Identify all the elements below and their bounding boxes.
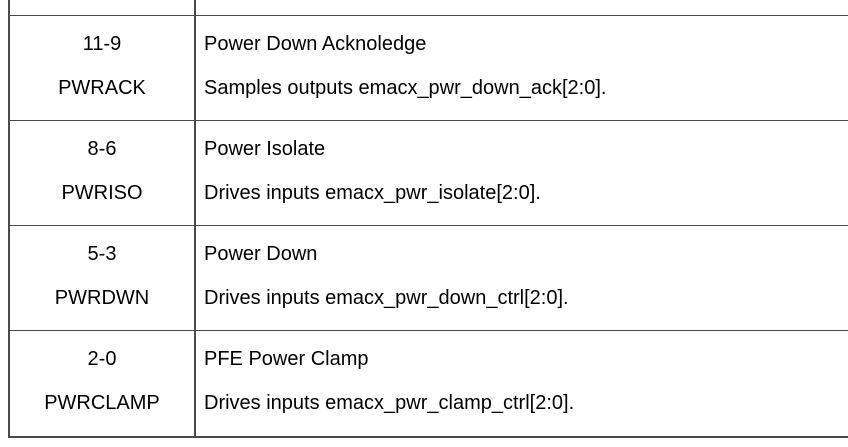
field-title: Power Isolate (204, 138, 326, 160)
table-row: 8-6 PWRISO Power Isolate Drives inputs e… (10, 121, 848, 226)
bit-range: 5-3 (87, 243, 117, 265)
bit-range: 11-9 (82, 33, 122, 55)
bit-range-cell: 8-6 PWRISO (10, 121, 194, 225)
table-header-row (10, 0, 848, 16)
field-name: PWRACK (58, 77, 146, 99)
bit-range: 8-6 (87, 138, 117, 160)
field-description: Drives inputs emacx_pwr_down_ctrl[2:0]. (204, 287, 569, 309)
description-cell: Power Down Drives inputs emacx_pwr_down_… (204, 226, 848, 330)
bit-range-cell: 2-0 PWRCLAMP (10, 331, 194, 436)
description-cell: PFE Power Clamp Drives inputs emacx_pwr_… (204, 331, 848, 436)
column-divider (194, 0, 196, 436)
field-name: PWRDWN (54, 287, 150, 309)
table-row: 5-3 PWRDWN Power Down Drives inputs emac… (10, 226, 848, 331)
field-name: PWRISO (61, 182, 143, 204)
field-description: Drives inputs emacx_pwr_isolate[2:0]. (204, 182, 541, 204)
field-description: Samples outputs emacx_pwr_down_ack[2:0]. (204, 77, 607, 99)
bit-range-cell: 11-9 PWRACK (10, 16, 194, 120)
description-cell: Power Down Acknoledge Samples outputs em… (204, 16, 848, 120)
description-cell: Power Isolate Drives inputs emacx_pwr_is… (204, 121, 848, 225)
bit-range-cell: 5-3 PWRDWN (10, 226, 194, 330)
bit-range: 2-0 (87, 348, 117, 370)
field-title: Power Down (204, 243, 318, 265)
field-name: PWRCLAMP (44, 392, 160, 414)
field-title: Power Down Acknoledge (204, 33, 427, 55)
table-row: 2-0 PWRCLAMP PFE Power Clamp Drives inpu… (10, 331, 848, 436)
register-field-table: 11-9 PWRACK Power Down Acknoledge Sample… (8, 0, 848, 438)
field-description: Drives inputs emacx_pwr_clamp_ctrl[2:0]. (204, 392, 575, 414)
table-row: 11-9 PWRACK Power Down Acknoledge Sample… (10, 16, 848, 121)
field-title: PFE Power Clamp (204, 348, 369, 370)
